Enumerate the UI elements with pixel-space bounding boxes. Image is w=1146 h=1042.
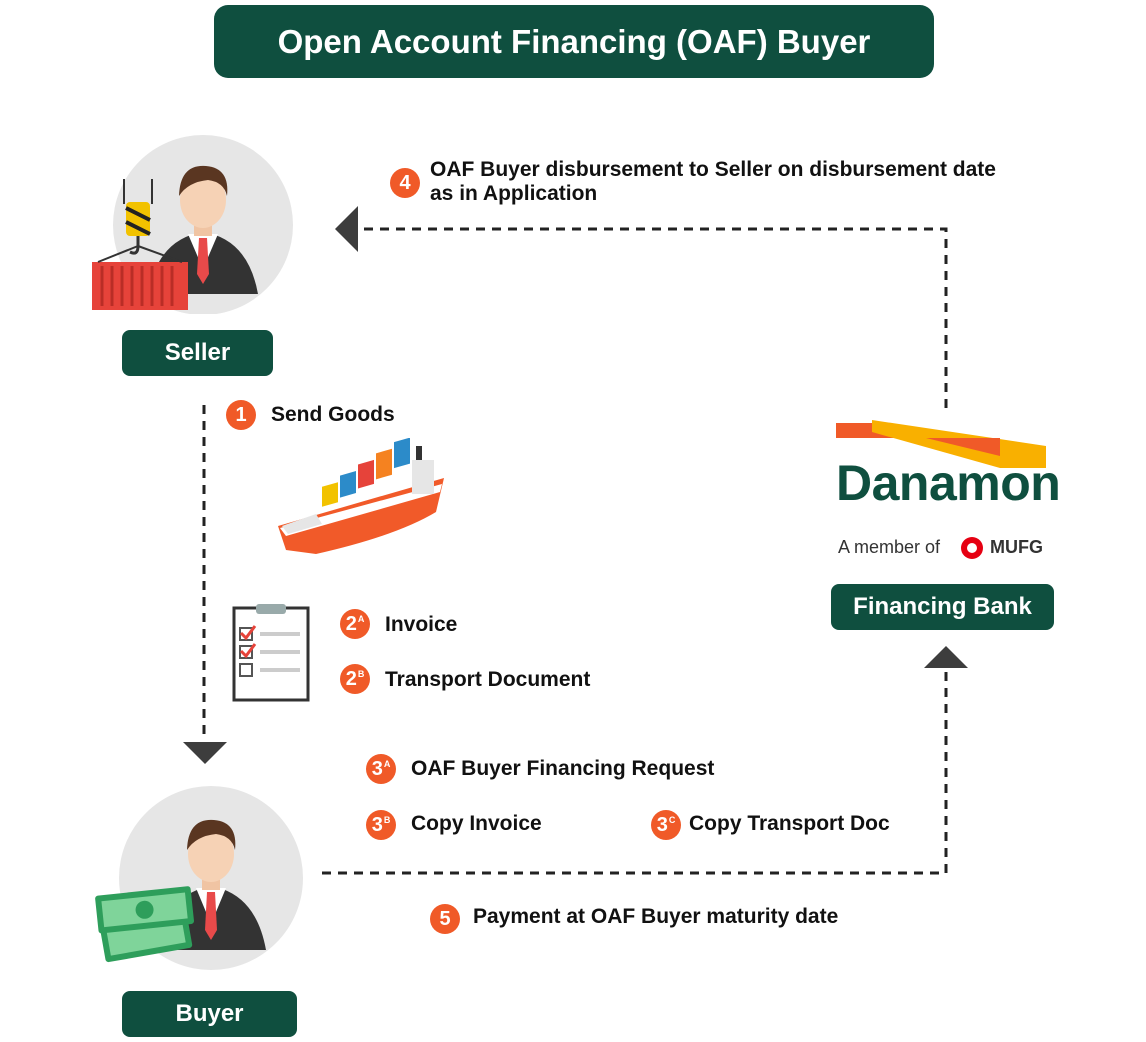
bank-group: MUFG xyxy=(990,537,1043,557)
step-4-label: OAF Buyer disbursement to Seller on disb… xyxy=(430,158,996,205)
cargo-ship-icon xyxy=(278,438,444,554)
step-2a-label: Invoice xyxy=(385,613,458,636)
step-4-badge: 4 xyxy=(390,168,420,198)
buyer-to-bank-line xyxy=(322,668,948,875)
seller-label: Seller xyxy=(122,330,273,376)
arrow-down-icon xyxy=(183,742,227,764)
step-3a-label: OAF Buyer Financing Request xyxy=(411,757,715,780)
step-5-label: Payment at OAF Buyer maturity date xyxy=(473,905,839,928)
buyer-avatar xyxy=(95,786,303,970)
bank-member-text: A member of xyxy=(838,537,941,557)
financing-bank-label: Financing Bank xyxy=(831,584,1054,630)
bank-to-seller-line xyxy=(360,227,948,408)
step-1-label: Send Goods xyxy=(271,403,395,426)
bank-name: Danamon xyxy=(836,455,1061,511)
clipboard-checklist-icon xyxy=(232,604,310,702)
seller-avatar xyxy=(92,135,293,314)
step-3b-label: Copy Invoice xyxy=(411,812,542,835)
arrow-up-icon xyxy=(924,646,968,668)
page-title: Open Account Financing (OAF) Buyer xyxy=(214,5,934,78)
arrow-left-icon xyxy=(335,206,358,252)
danamon-logo-stripes xyxy=(836,420,1046,468)
step-3c-label: Copy Transport Doc xyxy=(689,812,890,835)
step-5-badge: 5 xyxy=(430,904,460,934)
mufg-logo-icon xyxy=(961,537,983,559)
step-1-badge: 1 xyxy=(226,400,256,430)
step-2b-label: Transport Document xyxy=(385,668,591,691)
buyer-label: Buyer xyxy=(122,991,297,1037)
